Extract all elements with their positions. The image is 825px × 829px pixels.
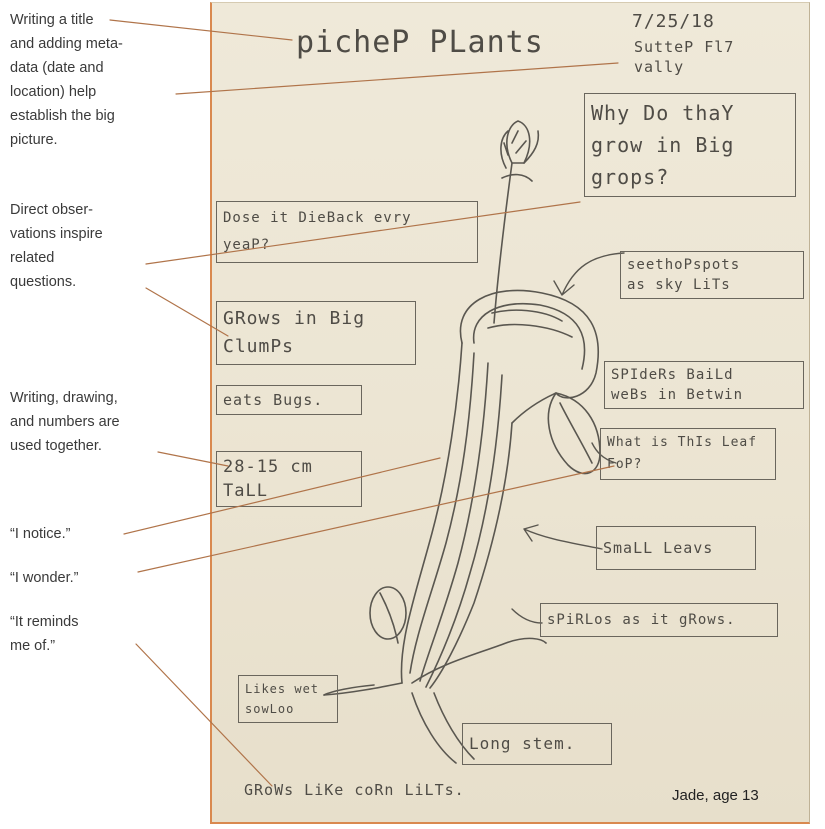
note-small-leaves: SmaLL Leavs	[596, 526, 756, 570]
arrow-from-spirals	[512, 609, 542, 623]
annotation-i-notice: “I notice.”	[10, 522, 170, 546]
note-grows-in-clumps: GRows in Big ClumPs	[216, 301, 416, 365]
flower-stalk	[494, 163, 512, 323]
note-why-grow-in-groups: Why Do thaY grow in Big grops?	[584, 93, 796, 197]
note-eats-bugs: eats Bugs.	[216, 385, 362, 415]
note-long-stem: Long stem.	[462, 723, 612, 765]
annotation-direct-observations: Direct obser- vations inspire related qu…	[10, 198, 170, 294]
arrow-to-small-leaves	[524, 525, 602, 549]
note-see-hot-spots: seethoPspots as sky LiTs	[620, 251, 804, 299]
arrow-to-hood	[554, 253, 624, 295]
note-spiders-build-webs: SPIdeRs BaiLd weBs in Betwin	[604, 361, 804, 409]
notebook-date: 7/25/18	[632, 11, 715, 32]
note-die-back: Dose it DieBack evry yeaP?	[216, 201, 478, 263]
artist-credit: Jade, age 13	[672, 787, 759, 804]
annotation-writing-drawing-numbers: Writing, drawing, and numbers are used t…	[10, 386, 170, 458]
annotation-it-reminds-me-of: “It reminds me of.”	[10, 610, 170, 658]
annotation-i-wonder: “I wonder.”	[10, 566, 170, 590]
note-spirals-as-it-grows: sPiRLos as it gRows.	[540, 603, 778, 637]
notebook-page: picheP PLants 7/25/18 SutteP Fl7 vally W…	[210, 2, 810, 824]
fishtail-leaf-drawing	[548, 393, 600, 474]
note-what-is-this-leaf-for: What is ThIs Leaf FoP?	[600, 428, 776, 480]
notebook-title: picheP PLants	[296, 25, 544, 60]
pitcher-tube-drawing	[401, 343, 556, 688]
notebook-location: SutteP Fl7 vally	[634, 37, 734, 77]
pitcher-hood-drawing	[460, 290, 598, 397]
note-height: 28-15 cm TaLL	[216, 451, 362, 507]
annotation-title-metadata: Writing a title and adding meta- data (d…	[10, 8, 170, 152]
note-grows-like-corn-lilies: GRoWs LiKe coRn LiLTs.	[244, 781, 465, 799]
flower-drawing	[501, 121, 538, 181]
note-likes-wet-soil: Likes wet sowLoo	[238, 675, 338, 723]
